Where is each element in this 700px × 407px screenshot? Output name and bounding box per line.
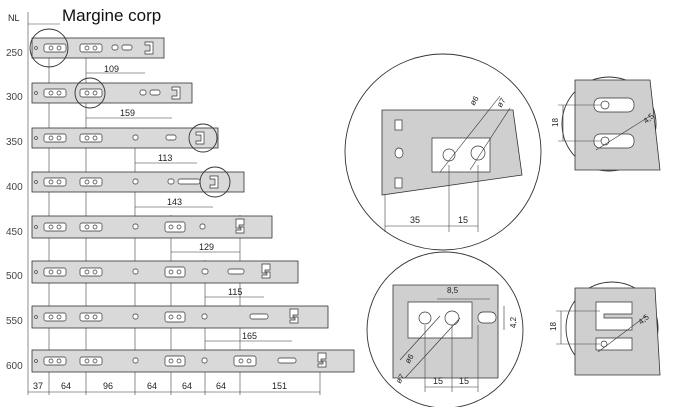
- highlight-circle-350: [188, 123, 218, 153]
- highlight-circle-300: [74, 77, 106, 109]
- row-dim-550: 115: [228, 287, 242, 297]
- detail-view-bottom-right: 18 4,5: [549, 281, 661, 376]
- rail-550: [31, 305, 329, 329]
- rail-350: [31, 127, 219, 149]
- rail-300: [31, 82, 193, 104]
- rail-400: [31, 171, 245, 193]
- margine-corp-title: Margine corp: [62, 6, 162, 25]
- bottom-dim-37: 37: [33, 381, 43, 391]
- row-dim-450: 143: [167, 197, 182, 207]
- detail-view-top: ø6 ø7 35 15: [344, 53, 542, 251]
- rail-500: [31, 260, 299, 284]
- detail-top-w15: 15: [458, 215, 468, 225]
- row-dim-350: 159: [120, 108, 135, 118]
- bottom-dim-151: 151: [272, 381, 287, 391]
- bottom-dim-64a: 64: [61, 381, 71, 391]
- length-label-500: 500: [6, 271, 23, 282]
- detail-bottom-w15b: 15: [459, 376, 469, 386]
- detail-bottom-d85: 8,5: [447, 286, 459, 295]
- bottom-dim-96: 96: [103, 381, 113, 391]
- length-label-600: 600: [6, 361, 23, 372]
- row-dim-600: 165: [242, 331, 257, 341]
- length-label-350: 350: [6, 137, 23, 148]
- highlight-circle-400: [199, 166, 231, 198]
- length-label-550: 550: [6, 316, 23, 327]
- rail-450: [31, 215, 273, 239]
- bottom-dim-64b: 64: [147, 381, 157, 391]
- rail-600: [31, 349, 355, 373]
- bottom-dim-64d: 64: [216, 381, 226, 391]
- row-dim-500: 129: [199, 242, 214, 252]
- row-dimensions: 109 159 113 143 129 115 165: [86, 64, 292, 342]
- length-label-250: 250: [6, 48, 23, 59]
- detail-view-bottom: 8,5 4,2 ø6 ø7 15 15: [366, 251, 524, 407]
- highlight-circle-250: [29, 28, 69, 68]
- detail-view-top-right: 18 4,5: [551, 76, 661, 172]
- detail-top-right-h18: 18: [551, 118, 560, 127]
- detail-top-w35: 35: [410, 215, 420, 225]
- detail-bottom-w15a: 15: [433, 376, 443, 386]
- nl-label: NL: [8, 13, 20, 23]
- length-label-450: 450: [6, 227, 23, 238]
- detail-bottom-right-h18: 18: [549, 322, 558, 331]
- detail-bottom-d42: 4,2: [509, 316, 518, 328]
- bottom-dim-64c: 64: [182, 381, 192, 391]
- bottom-dimensions: 37 64 96 64 64 64 151: [28, 381, 320, 393]
- length-label-300: 300: [6, 92, 23, 103]
- length-label-400: 400: [6, 182, 23, 193]
- rail-250: [31, 37, 165, 59]
- row-dim-400: 113: [158, 153, 172, 163]
- row-dim-300: 109: [104, 64, 119, 74]
